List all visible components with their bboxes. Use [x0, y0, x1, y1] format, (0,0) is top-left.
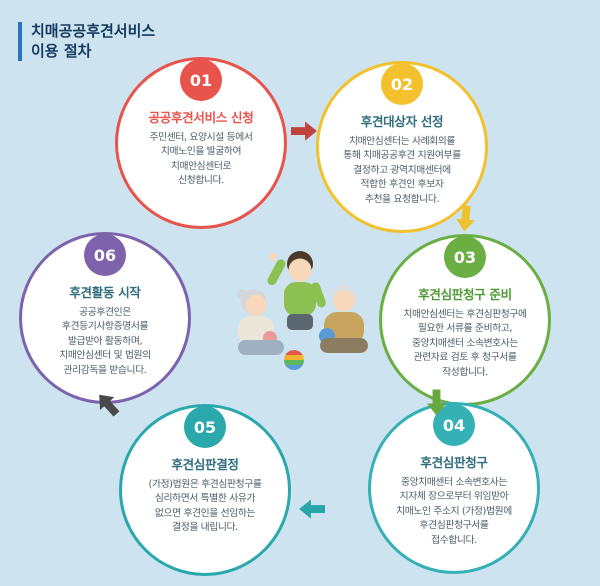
arrow-step5-to-step6-icon: [90, 386, 126, 422]
page-title-line2: 이용 절차: [31, 41, 92, 60]
step-03-description: 치매안심센터는 후견심판청구에 필요한 서류를 준비하고, 중앙치매센터 소속변…: [403, 309, 527, 378]
step-02-ring: [316, 61, 488, 233]
step-02-title: 후견대상자 선정: [360, 114, 444, 129]
step-06-number-badge: 06: [84, 234, 126, 276]
grandfather-figure: [319, 285, 368, 353]
step-06-circle: 06 후견활동 시작 공공후견인은 후견등기사항증명서를 발급받아 활동하며, …: [19, 232, 191, 404]
step-05-description: (가정)법원은 후견심판청구를 심리하면서 특별한 사유가 없으면 후견인을 선…: [148, 479, 262, 534]
step-05-number-badge: 05: [184, 406, 226, 448]
step-02-number-badge: 02: [381, 63, 423, 105]
step-04-title: 후견심판청구: [420, 455, 488, 470]
arrow-step4-to-step5-icon: [298, 497, 325, 521]
step-01-number-badge: 01: [180, 59, 222, 101]
step-05-title: 후견심판결정: [171, 457, 239, 472]
arrow-step1-to-step2-icon: [291, 119, 318, 143]
step-01-description: 주민센터, 요양시설 등에서 치매노인을 발굴하여 치매안심센터로 신청합니다.: [149, 132, 253, 187]
page-title: 치매공공후견서비스 이용 절차: [18, 22, 155, 61]
arrow-step2-to-step3-icon: [452, 205, 478, 234]
step-05-circle: 05 후견심판결정 (가정)법원은 후견심판청구를 심리하면서 특별한 사유가 …: [119, 404, 291, 576]
yarn-basket: [284, 350, 304, 370]
step-01-ring: [115, 57, 287, 229]
step-04-description: 중앙치매센터 소속변호사는 지자체 장으로부터 위임받아 치매노인 주소지 (가…: [396, 477, 512, 546]
page-title-line1: 치매공공후견서비스: [31, 22, 156, 40]
step-02-description: 치매안심센터는 사례회의를 통해 치매공공후견 지원여부를 결정하고 광역치매센…: [343, 136, 461, 205]
step-04-circle: 04 후견심판청구 중앙치매센터 소속변호사는 지자체 장으로부터 위임받아 치…: [368, 402, 540, 574]
grandmother-figure: [237, 289, 284, 355]
step-03-number-badge: 03: [444, 236, 486, 278]
step-03-title: 후견심판청구 준비: [418, 287, 512, 302]
step-01-circle: 01 공공후견서비스 신청 주민센터, 요양시설 등에서 치매노인을 발굴하여 …: [115, 57, 287, 229]
step-06-description: 공공후견인은 후견등기사항증명서를 발급받아 활동하며, 치매안심센터 및 법원…: [59, 307, 151, 376]
arrow-step3-to-step4-icon: [425, 389, 449, 417]
caregiver-figure: [267, 251, 326, 330]
elderly-family-illustration: [224, 240, 376, 398]
step-01-title: 공공후견서비스 신청: [148, 110, 254, 125]
step-02-circle: 02 후견대상자 선정 치매안심센터는 사례회의를 통해 치매공공후견 지원여부…: [316, 61, 488, 233]
step-06-title: 후견활동 시작: [69, 285, 141, 300]
step-03-circle: 03 후견심판청구 준비 치매안심센터는 후견심판청구에 필요한 서류를 준비하…: [379, 234, 551, 406]
